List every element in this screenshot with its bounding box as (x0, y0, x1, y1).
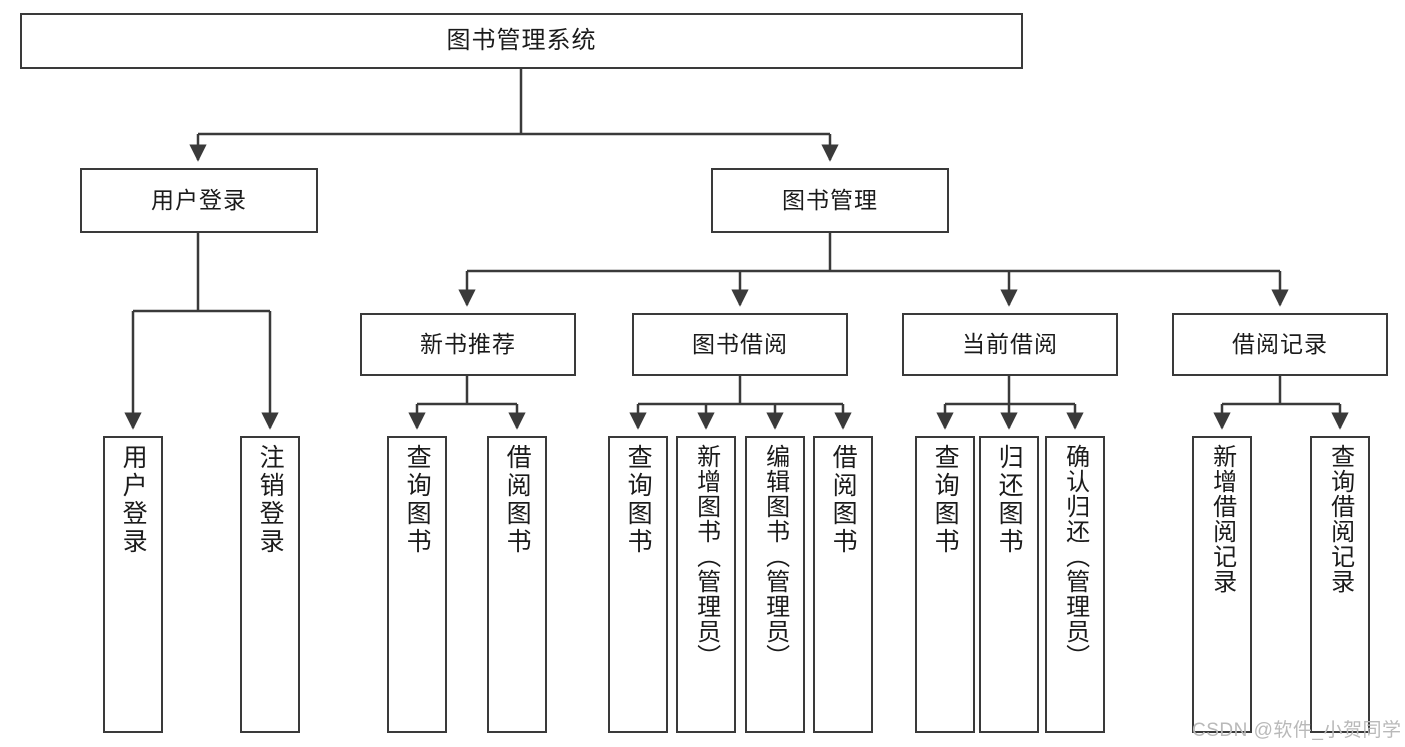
leaf-record-add-record-label: 新增借阅记录 (1208, 444, 1236, 594)
node-new-book-recommend[interactable]: 新书推荐 (360, 313, 576, 376)
leaf-new-book-borrow[interactable]: 借阅图书 (487, 436, 547, 733)
leaf-user-login-signout[interactable]: 注销登录 (240, 436, 300, 733)
leaf-current-confirm-return-admin[interactable]: 确认归还（管理员） (1045, 436, 1105, 733)
csdn-watermark: CSDN @软件_小贺同学 (1192, 720, 1402, 741)
leaf-record-add-record[interactable]: 新增借阅记录 (1192, 436, 1252, 733)
node-book-management[interactable]: 图书管理 (711, 168, 949, 233)
node-root-system-label: 图书管理系统 (446, 26, 597, 54)
leaf-current-return-book-label: 归还图书 (995, 444, 1024, 556)
leaf-borrow-query-book-label: 查询图书 (624, 444, 653, 556)
leaf-new-book-borrow-label: 借阅图书 (503, 444, 532, 556)
leaf-borrow-add-book-admin-label: 新增图书（管理员） (692, 444, 720, 669)
node-borrow-record[interactable]: 借阅记录 (1172, 313, 1388, 376)
leaf-user-login-signout-label: 注销登录 (256, 444, 285, 556)
leaf-borrow-borrow-book-label: 借阅图书 (829, 444, 858, 556)
leaf-current-return-book[interactable]: 归还图书 (979, 436, 1039, 733)
node-user-login-label: 用户登录 (151, 186, 247, 213)
leaf-borrow-query-book[interactable]: 查询图书 (608, 436, 668, 733)
node-book-management-label: 图书管理 (782, 186, 878, 213)
leaf-current-query-book[interactable]: 查询图书 (915, 436, 975, 733)
leaf-user-login-signin-label: 用户登录 (119, 444, 148, 556)
leaf-borrow-borrow-book[interactable]: 借阅图书 (813, 436, 873, 733)
leaf-new-book-query-label: 查询图书 (403, 444, 432, 556)
node-current-borrow[interactable]: 当前借阅 (902, 313, 1118, 376)
leaf-new-book-query[interactable]: 查询图书 (387, 436, 447, 733)
node-book-borrow-label: 图书借阅 (692, 330, 788, 357)
node-root-system[interactable]: 图书管理系统 (20, 13, 1023, 69)
node-user-login[interactable]: 用户登录 (80, 168, 318, 233)
leaf-user-login-signin[interactable]: 用户登录 (103, 436, 163, 733)
leaf-current-query-book-label: 查询图书 (931, 444, 960, 556)
node-new-book-recommend-label: 新书推荐 (420, 330, 516, 357)
leaf-current-confirm-return-admin-label: 确认归还（管理员） (1061, 444, 1089, 669)
node-current-borrow-label: 当前借阅 (962, 330, 1058, 357)
leaf-borrow-edit-book-admin[interactable]: 编辑图书（管理员） (745, 436, 805, 733)
leaf-record-query-record[interactable]: 查询借阅记录 (1310, 436, 1370, 733)
node-book-borrow[interactable]: 图书借阅 (632, 313, 848, 376)
leaf-borrow-add-book-admin[interactable]: 新增图书（管理员） (676, 436, 736, 733)
leaf-record-query-record-label: 查询借阅记录 (1326, 444, 1354, 594)
node-borrow-record-label: 借阅记录 (1232, 330, 1328, 357)
leaf-borrow-edit-book-admin-label: 编辑图书（管理员） (761, 444, 789, 669)
